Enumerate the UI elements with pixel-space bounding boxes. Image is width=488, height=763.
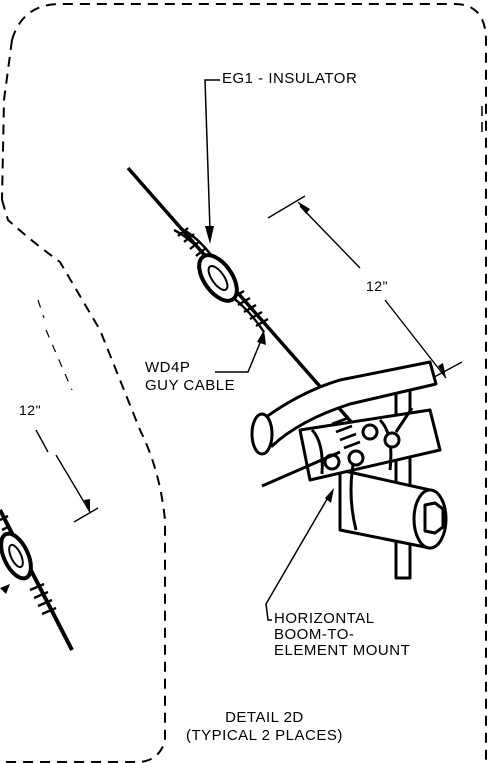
- mount-leader: [265, 493, 331, 621]
- guy-cable-label-line1: WD4P: [145, 359, 191, 376]
- guy-cable-label-line2: GUY CABLE: [145, 377, 236, 394]
- dimension-upper: [267, 195, 463, 389]
- boom-mount: [250, 360, 448, 580]
- detail-caption-line1: DETAIL 2D: [225, 709, 304, 726]
- detail-border-left: [1, 39, 13, 201]
- lower-cable-wrap: [0, 514, 57, 616]
- guy-cable-leader: [215, 337, 263, 373]
- insulator-leader: [204, 79, 220, 231]
- lower-arrow: [0, 584, 10, 594]
- dim-arrow: [297, 201, 310, 214]
- detail-caption: DETAIL 2D (TYPICAL 2 PLACES): [186, 709, 343, 745]
- dimension-label-lower: 12": [19, 402, 42, 418]
- mount-leader-arrow: [325, 488, 334, 503]
- insulator: [197, 253, 239, 303]
- guy-leader-arrow: [257, 330, 266, 345]
- mount-label-line1: HORIZONTAL: [274, 610, 375, 627]
- detail-caption-line2: (TYPICAL 2 PLACES): [186, 727, 343, 744]
- insulator-leader-arrow: [205, 226, 214, 244]
- lower-insulator: [0, 531, 33, 581]
- insulator-label: EG1 - INSULATOR: [222, 70, 358, 87]
- dimension-label-upper: 12": [366, 278, 389, 294]
- inner-dash-line: [37, 299, 73, 391]
- mount-cable-wrap: [331, 416, 361, 450]
- dimension-lower: [35, 429, 99, 523]
- dim-arrow: [438, 363, 446, 378]
- detail-border: [0, 3, 487, 763]
- lower-guy-cable: [0, 509, 74, 651]
- dim-arrow-lower: [84, 499, 90, 512]
- mount-label-line2: BOOM-TO-: [274, 626, 355, 643]
- guy-cable-label: WD4P GUY CABLE: [145, 359, 235, 395]
- mount-label: HORIZONTAL BOOM-TO- ELEMENT MOUNT: [274, 611, 410, 659]
- mount-label-line3: ELEMENT MOUNT: [274, 642, 411, 659]
